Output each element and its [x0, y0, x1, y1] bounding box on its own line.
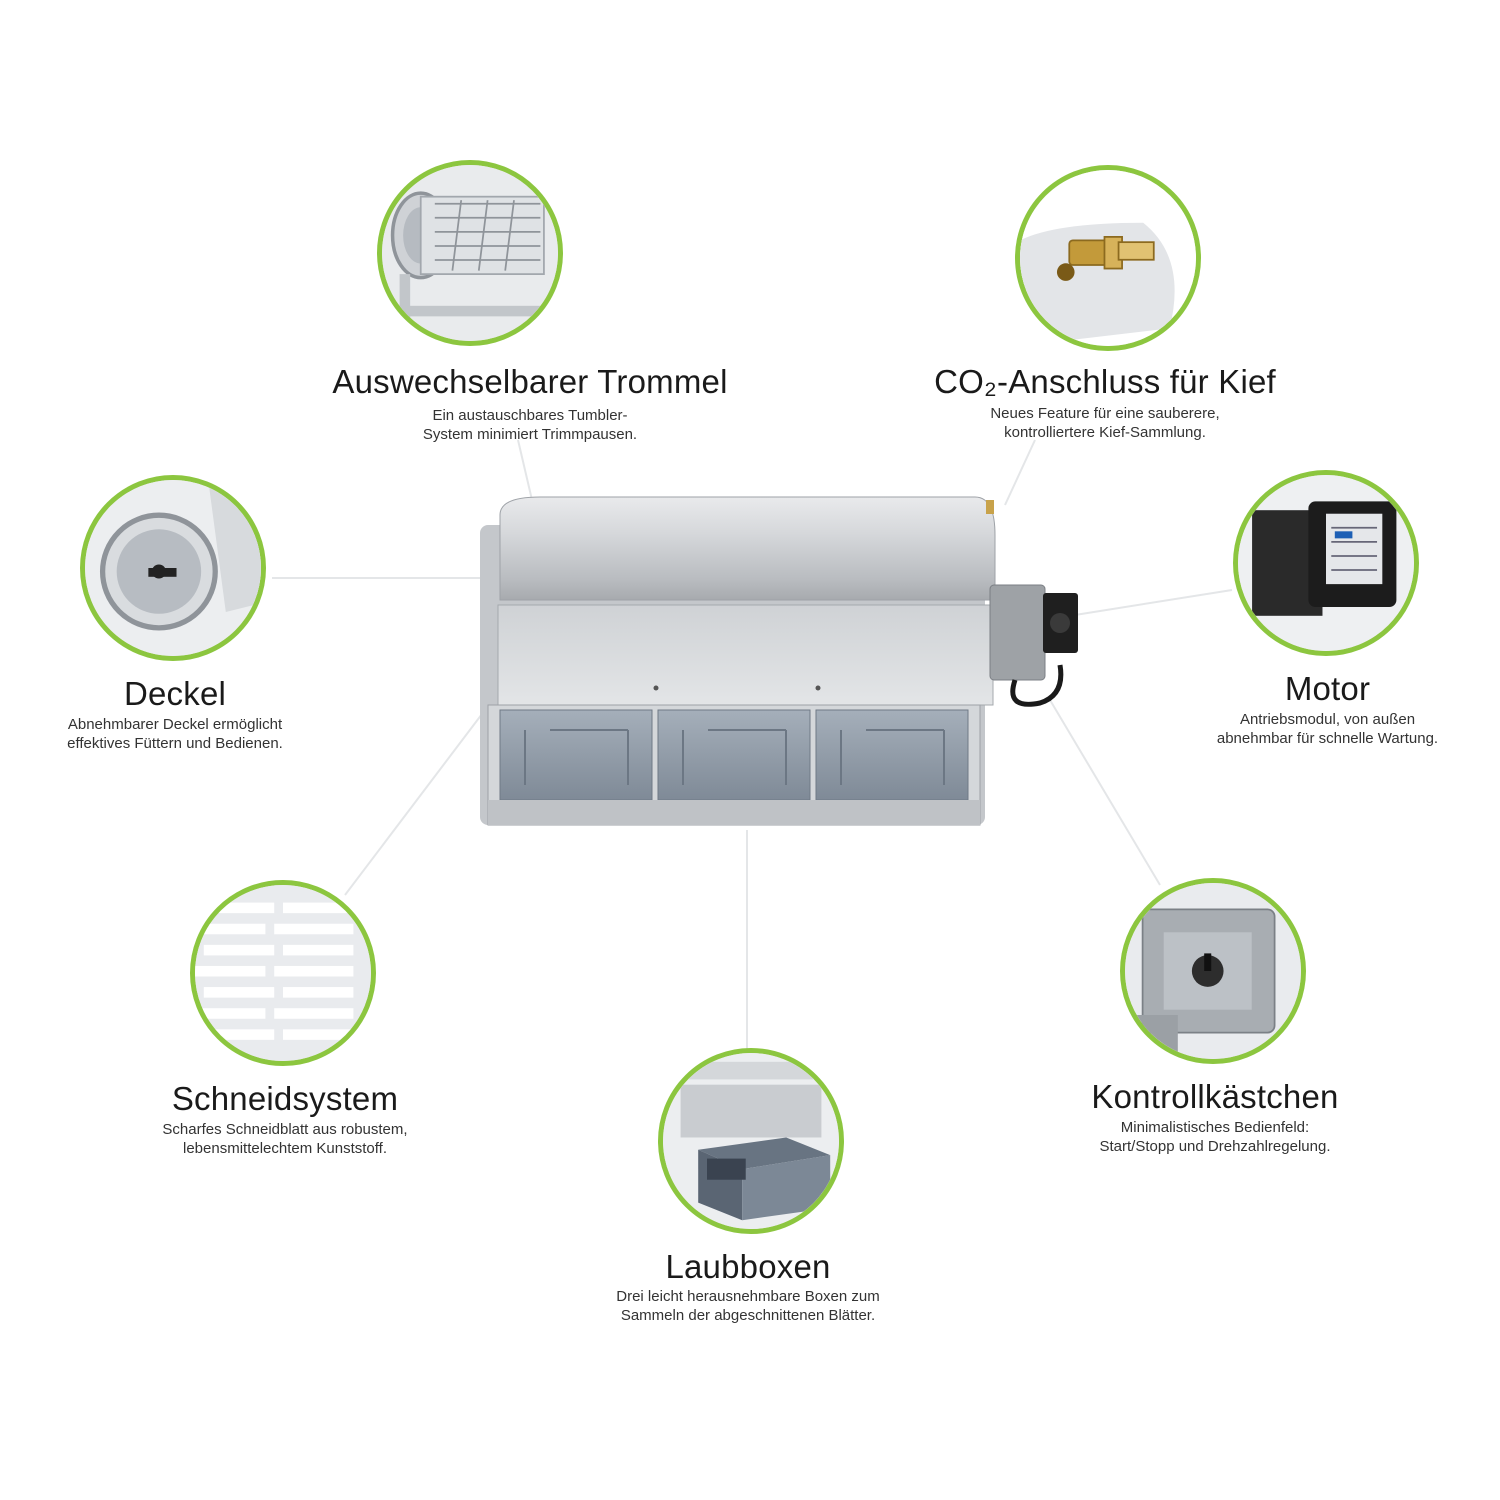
feature-deckel: Deckel Abnehmbarer Deckel ermöglicht eff… — [30, 475, 320, 765]
feature-schneidsystem: Schneidsystem Scharfes Schneidblatt aus … — [105, 880, 465, 1170]
control-box-icon — [1120, 878, 1306, 1064]
motor-icon — [1233, 470, 1419, 656]
schneid-title: Schneidsystem — [171, 1080, 399, 1117]
co2-desc-1: Neues Feature für eine sauberere, — [990, 405, 1220, 422]
feature-co2: CO₂-Anschluss für Kief Neues Feature für… — [855, 160, 1355, 450]
kontroll-title: Kontrollkästchen — [1091, 1078, 1339, 1115]
feature-trommel: Auswechselbarer Trommel Ein austauschbar… — [230, 160, 830, 450]
deckel-title: Deckel — [123, 675, 227, 712]
motor-desc-1: Antriebsmodul, von außen — [1239, 711, 1416, 728]
trommel-title: Auswechselbarer Trommel — [332, 363, 728, 400]
motor-desc-2: abnehmbar für schnelle Wartung. — [1216, 730, 1439, 747]
feature-laubboxen: Laubboxen Drei leicht herausnehmbare Box… — [568, 1048, 928, 1338]
laub-title: Laubboxen — [665, 1248, 831, 1285]
co2-desc-2: kontrolliertere Kief-Sammlung. — [1004, 424, 1206, 441]
trimmer-product-image — [470, 485, 1090, 835]
deckel-desc-2: effektives Füttern und Bedienen. — [67, 735, 283, 752]
brass-connector-icon — [1015, 165, 1201, 351]
laub-desc-1: Drei leicht herausnehmbare Boxen zum — [616, 1288, 880, 1305]
feature-kontrollkaestchen: Kontrollkästchen Minimalistisches Bedien… — [1060, 878, 1370, 1168]
drum-icon — [377, 160, 563, 346]
schneid-desc-2: lebensmittelechtem Kunststoff. — [183, 1140, 387, 1157]
schneid-desc-1: Scharfes Schneidblatt aus robustem, — [162, 1121, 408, 1138]
tray-boxes-icon — [658, 1048, 844, 1234]
blade-grid-icon — [190, 880, 376, 1066]
feature-motor: Motor Antriebsmodul, von außen abnehmbar… — [1185, 470, 1470, 760]
deckel-desc-1: Abnehmbarer Deckel ermöglicht — [67, 716, 283, 733]
motor-title: Motor — [1284, 670, 1371, 707]
trommel-desc-1: Ein austauschbares Tumbler- — [432, 407, 628, 424]
kontroll-desc-1: Minimalistisches Bedienfeld: — [1120, 1119, 1310, 1136]
trommel-desc-2: System minimiert Trimmpausen. — [422, 426, 638, 443]
kontroll-desc-2: Start/Stopp und Drehzahlregelung. — [1099, 1138, 1331, 1155]
laub-desc-2: Sammeln der abgeschnittenen Blätter. — [620, 1307, 876, 1324]
lid-icon — [80, 475, 266, 661]
co2-title: CO₂-Anschluss für Kief — [934, 363, 1276, 400]
